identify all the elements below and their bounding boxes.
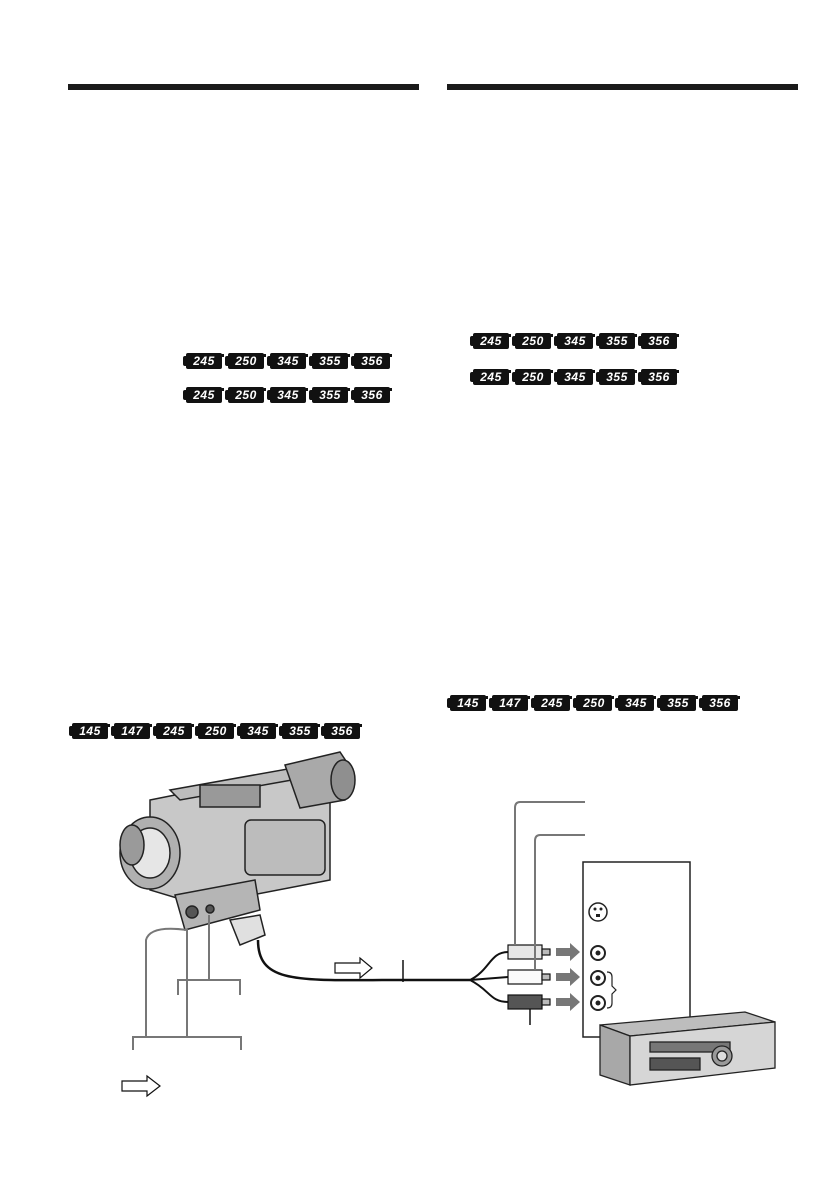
model-badge: 355 bbox=[309, 353, 350, 369]
left-model-badges-2: 245 250 345 355 356 bbox=[183, 387, 392, 403]
signal-flow-arrow-icon bbox=[334, 956, 373, 980]
model-badge: 345 bbox=[267, 353, 308, 369]
lens-hood bbox=[119, 824, 145, 866]
right-model-badges-1: 245 250 345 355 356 bbox=[470, 333, 679, 349]
right-model-badges-2: 245 250 345 355 356 bbox=[470, 369, 679, 385]
model-badge: 345 bbox=[267, 387, 308, 403]
model-badge: 145 bbox=[447, 695, 488, 711]
side-panel bbox=[244, 819, 326, 876]
audio-bracket bbox=[606, 971, 617, 1009]
cable-branch-bottom bbox=[469, 979, 509, 1003]
left-model-badges-3: 145 147 245 250 345 355 356 bbox=[69, 723, 362, 739]
pointer-line-1 bbox=[514, 801, 585, 945]
model-badge: 147 bbox=[111, 723, 152, 739]
model-badge: 245 bbox=[470, 333, 511, 349]
bracket-long-stem bbox=[145, 927, 188, 1037]
model-badge: 245 bbox=[153, 723, 194, 739]
arrow-right-icon bbox=[556, 968, 580, 986]
model-badge: 245 bbox=[183, 387, 224, 403]
model-badge: 345 bbox=[615, 695, 656, 711]
model-badge: 345 bbox=[554, 333, 595, 349]
vcr-display bbox=[649, 1057, 701, 1071]
rca-plug-red bbox=[507, 994, 543, 1010]
model-badge: 355 bbox=[309, 387, 350, 403]
s-video-input-icon bbox=[588, 902, 608, 922]
viewfinder-eyecup bbox=[330, 759, 356, 801]
vcr-illustration bbox=[599, 1011, 776, 1086]
left-model-badges-1: 245 250 345 355 356 bbox=[183, 353, 392, 369]
model-badge: 245 bbox=[183, 353, 224, 369]
model-badge: 356 bbox=[638, 369, 679, 385]
model-badge: 345 bbox=[554, 369, 595, 385]
cable-branch-top bbox=[469, 951, 509, 981]
av-plug bbox=[228, 914, 266, 946]
model-badge: 355 bbox=[279, 723, 320, 739]
model-badge: 245 bbox=[531, 695, 572, 711]
model-badge: 250 bbox=[225, 353, 266, 369]
vcr-front bbox=[599, 1024, 631, 1086]
model-badge: 356 bbox=[351, 387, 392, 403]
model-badge: 355 bbox=[596, 369, 637, 385]
model-badge: 356 bbox=[321, 723, 362, 739]
model-badge: 250 bbox=[573, 695, 614, 711]
model-badge: 250 bbox=[225, 387, 266, 403]
right-header-rule bbox=[447, 84, 798, 90]
model-badge: 145 bbox=[69, 723, 110, 739]
s-video-jack-icon bbox=[185, 905, 199, 919]
connection-illustration bbox=[119, 751, 776, 1098]
model-badge: 345 bbox=[237, 723, 278, 739]
model-badge: 147 bbox=[489, 695, 530, 711]
bracket-long bbox=[132, 1036, 242, 1050]
model-badge: 356 bbox=[351, 353, 392, 369]
model-badge: 356 bbox=[699, 695, 740, 711]
connection-arrows bbox=[556, 943, 580, 1011]
bottom-flow-arrow-icon bbox=[121, 1074, 161, 1098]
cable-branch-mid bbox=[469, 976, 509, 981]
model-badge: 356 bbox=[638, 333, 679, 349]
rca-plug-white bbox=[507, 969, 543, 985]
camcorder-illustration bbox=[119, 751, 356, 946]
control-buttons bbox=[199, 784, 261, 808]
av-cable bbox=[256, 939, 470, 982]
pointer-line-2 bbox=[534, 834, 585, 970]
av-jack-icon bbox=[205, 904, 215, 914]
rca-plugs bbox=[507, 944, 551, 1010]
arrow-right-icon bbox=[556, 993, 580, 1011]
model-badge: 250 bbox=[195, 723, 236, 739]
model-badge: 245 bbox=[470, 369, 511, 385]
rca-plug-yellow bbox=[507, 944, 543, 960]
connector-panel bbox=[174, 879, 261, 931]
vcr-tape-slot bbox=[649, 1041, 731, 1053]
model-badge: 250 bbox=[512, 369, 553, 385]
left-header-rule bbox=[68, 84, 419, 90]
right-model-badges-3: 145 147 245 250 345 355 356 bbox=[447, 695, 740, 711]
model-badge: 250 bbox=[512, 333, 553, 349]
model-badge: 355 bbox=[596, 333, 637, 349]
arrow-right-icon bbox=[556, 943, 580, 961]
model-badge: 355 bbox=[657, 695, 698, 711]
